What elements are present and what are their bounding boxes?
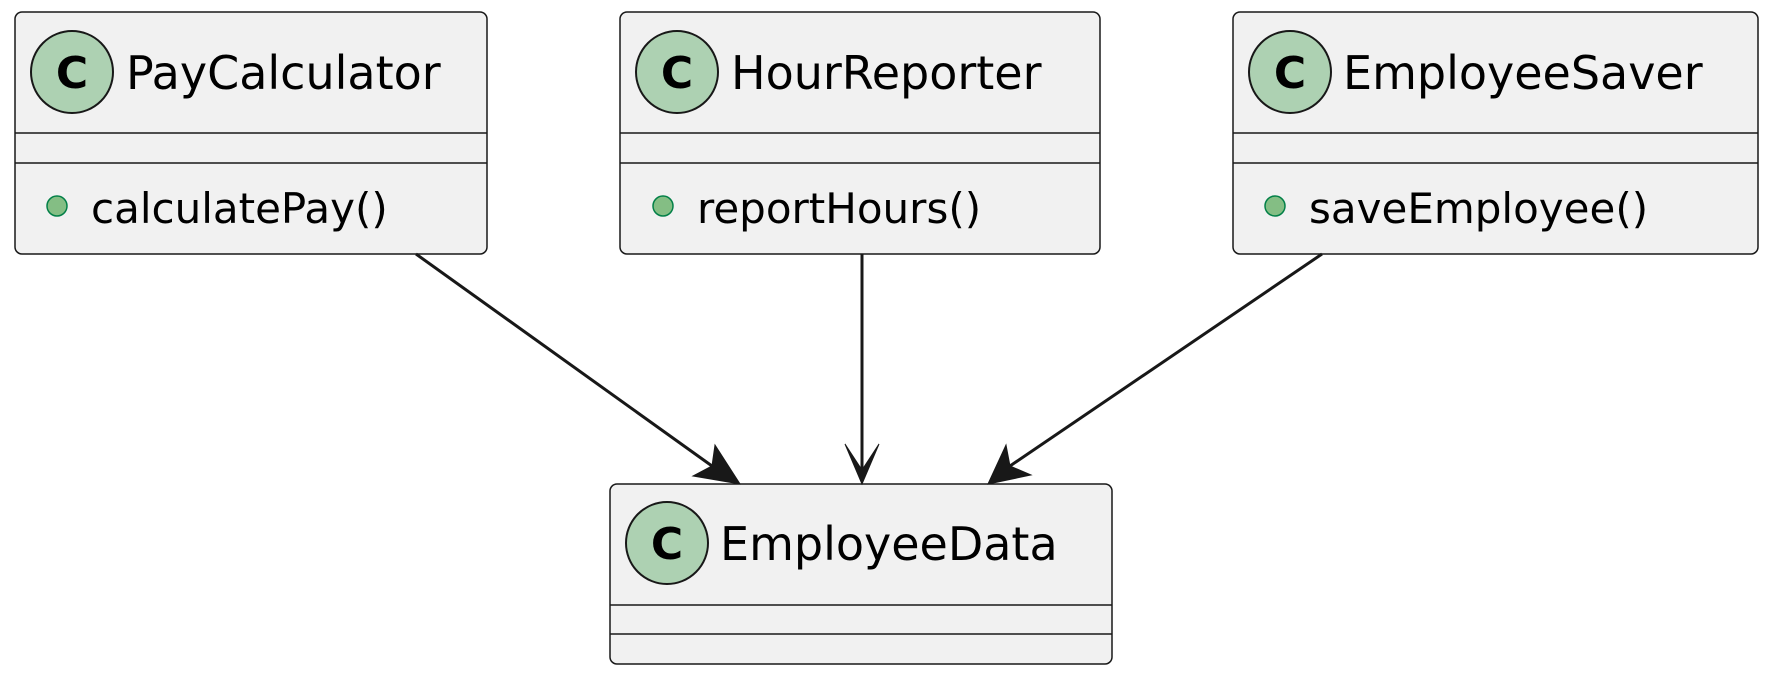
public-visibility-icon: [652, 195, 674, 217]
class-employee-data[interactable]: C EmployeeData: [609, 483, 1113, 665]
class-pay-calculator[interactable]: C PayCalculator calculatePay(): [14, 11, 488, 255]
public-visibility-icon: [46, 195, 68, 217]
class-employee-saver[interactable]: C EmployeeSaver saveEmployee(): [1232, 11, 1759, 255]
class-box: [609, 483, 1113, 665]
method-signature: reportHours(): [697, 184, 981, 233]
relation-paycalculator-to-employeedata[interactable]: [415, 252, 742, 485]
arrowhead-icon: [987, 443, 1033, 485]
arrowhead-icon: [844, 443, 880, 486]
class-badge-letter: C: [661, 48, 693, 99]
class-badge-letter: C: [56, 48, 88, 99]
class-name: EmployeeSaver: [1343, 46, 1703, 100]
method-signature: calculatePay(): [91, 184, 388, 233]
class-name: PayCalculator: [126, 46, 441, 100]
relation-line: [415, 252, 713, 468]
class-hour-reporter[interactable]: C HourReporter reportHours(): [619, 11, 1101, 255]
class-badge-icon: C: [625, 501, 709, 585]
class-badge-letter: C: [651, 519, 683, 570]
arrowhead-icon: [691, 443, 742, 485]
class-badge-icon: C: [1248, 30, 1332, 114]
relation-line: [1009, 252, 1323, 468]
method-signature: saveEmployee(): [1309, 184, 1648, 233]
class-name: EmployeeData: [720, 517, 1058, 571]
public-visibility-icon: [1264, 195, 1286, 217]
class-badge-icon: C: [635, 30, 719, 114]
relation-employeesaver-to-employeedata[interactable]: [987, 252, 1323, 485]
class-badge-icon: C: [30, 30, 114, 114]
class-name: HourReporter: [731, 46, 1042, 100]
class-badge-letter: C: [1274, 48, 1306, 99]
relation-hourreporter-to-employeedata[interactable]: [844, 254, 880, 486]
